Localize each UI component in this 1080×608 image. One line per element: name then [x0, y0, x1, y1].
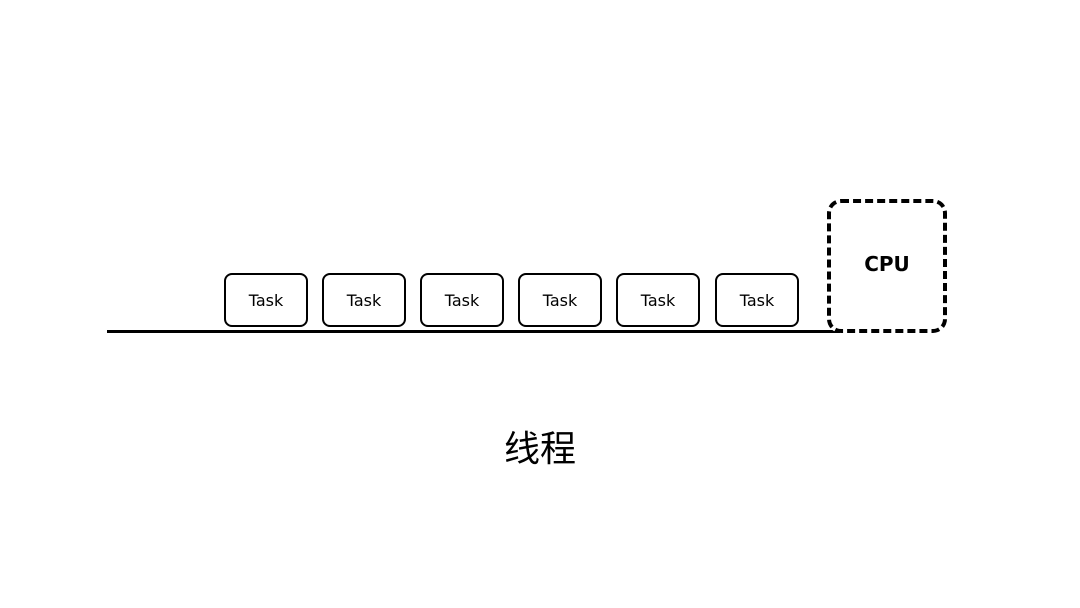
task-label: Task: [542, 290, 578, 310]
diagram-caption: 线程: [503, 429, 576, 470]
task-label: Task: [444, 290, 480, 310]
task-box: Task: [224, 273, 308, 327]
task-box: Task: [322, 273, 406, 327]
task-label: Task: [739, 290, 775, 310]
task-label: Task: [248, 290, 284, 310]
task-box: Task: [518, 273, 602, 327]
cpu-box: CPU: [827, 199, 947, 333]
task-box: Task: [616, 273, 700, 327]
task-label: Task: [346, 290, 382, 310]
cpu-label: CPU: [864, 252, 910, 276]
task-box: Task: [715, 273, 799, 327]
thread-timeline: [107, 330, 840, 333]
task-label: Task: [640, 290, 676, 310]
task-box: Task: [420, 273, 504, 327]
